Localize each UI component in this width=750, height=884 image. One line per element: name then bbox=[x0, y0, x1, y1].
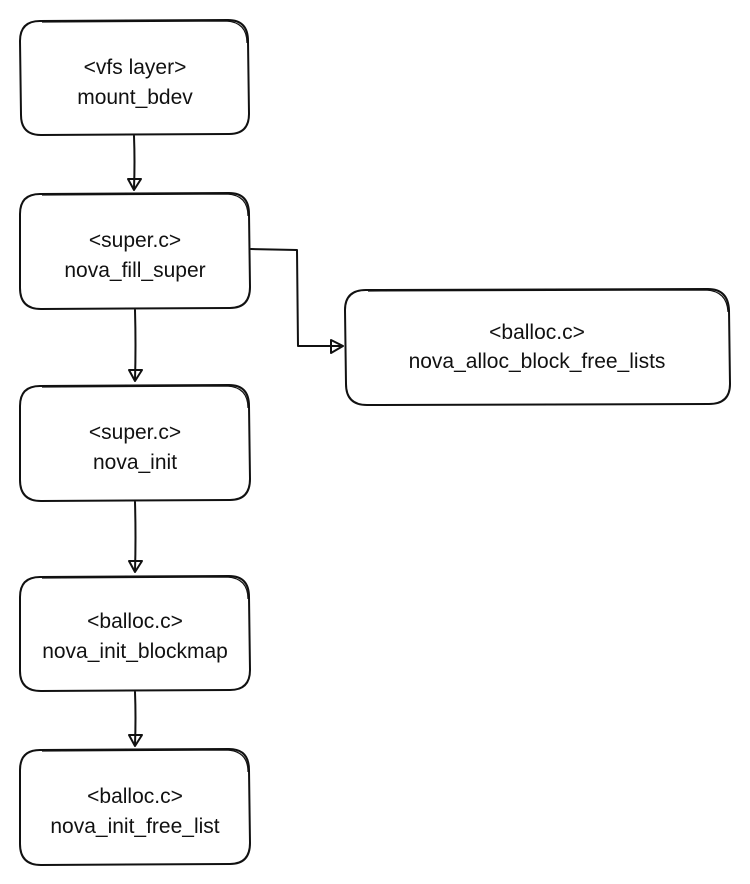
node-nova_init_free_list-file: <balloc.c> bbox=[87, 785, 183, 808]
node-nova_init-file: <super.c> bbox=[89, 421, 181, 444]
edge-nova_init-to-nova_init_blockmap bbox=[128, 501, 143, 573]
node-nova_init_blockmap-func: nova_init_blockmap bbox=[42, 640, 228, 663]
edge-nova_init_blockmap-to-nova_init_free_list bbox=[128, 691, 143, 747]
node-nova_alloc_block_free_lists-file: <balloc.c> bbox=[489, 321, 585, 344]
node-nova_alloc_block_free_lists: <balloc.c> nova_alloc_block_free_lists bbox=[343, 287, 732, 407]
node-nova_alloc_block_free_lists-func: nova_alloc_block_free_lists bbox=[409, 350, 666, 373]
node-nova_init: <super.c> nova_init bbox=[19, 383, 252, 503]
edge-nova_fill_super-to-nova_alloc_block_free_lists bbox=[250, 248, 344, 354]
node-nova_fill_super-func: nova_fill_super bbox=[64, 259, 205, 282]
node-nova_init_blockmap: <balloc.c> nova_init_blockmap bbox=[19, 574, 252, 693]
node-nova_fill_super-file: <super.c> bbox=[89, 229, 181, 252]
edge-mount_bdev-to-nova_fill_super bbox=[127, 135, 142, 191]
node-mount_bdev-func: mount_bdev bbox=[77, 86, 193, 109]
node-mount_bdev: <vfs layer> mount_bdev bbox=[18, 18, 251, 137]
node-nova_init-func: nova_init bbox=[93, 451, 177, 474]
node-nova_fill_super: <super.c> nova_fill_super bbox=[19, 191, 252, 311]
node-nova_init_free_list: <balloc.c> nova_init_free_list bbox=[19, 747, 252, 867]
node-nova_init_free_list-func: nova_init_free_list bbox=[50, 815, 219, 838]
node-mount_bdev-file: <vfs layer> bbox=[84, 56, 187, 79]
node-nova_init_blockmap-file: <balloc.c> bbox=[87, 610, 183, 633]
edge-nova_fill_super-to-nova_init bbox=[128, 309, 143, 382]
